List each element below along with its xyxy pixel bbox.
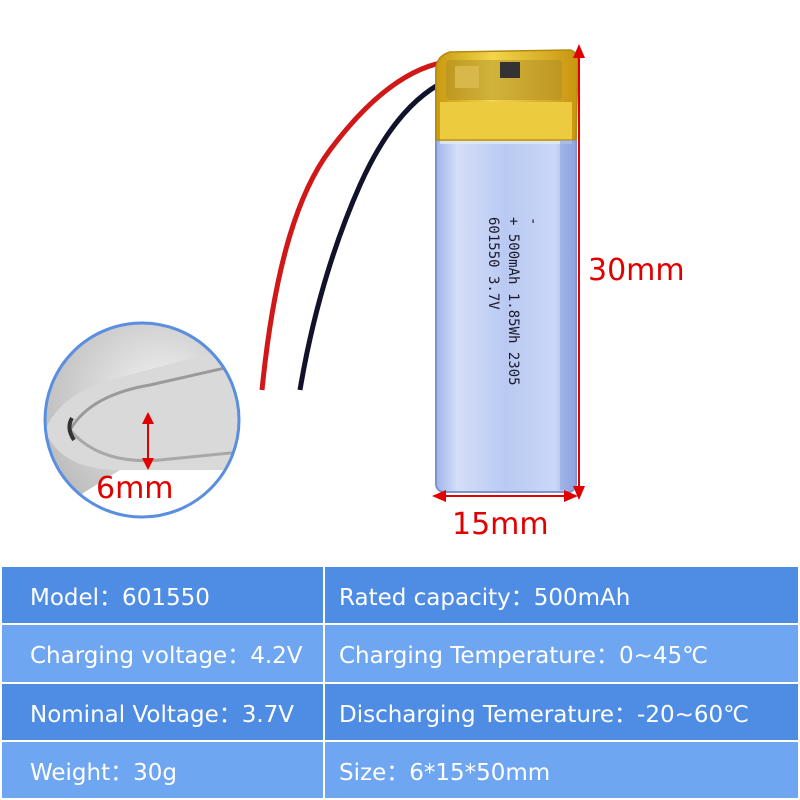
spec-discharging-temperature: Discharging Temerature：-20~60℃ bbox=[323, 681, 800, 742]
spec-weight: Weight：30g bbox=[0, 739, 325, 800]
battery-cell bbox=[435, 49, 579, 493]
black-wire bbox=[297, 75, 453, 391]
spec-row: Model：601550 Rated capacity：500mAh bbox=[0, 564, 800, 626]
width-dimension-label: 15mm bbox=[452, 507, 549, 542]
spec-model: Model：601550 bbox=[0, 564, 325, 626]
battery-drawing bbox=[43, 44, 585, 519]
spec-size: Size：6*15*50mm bbox=[323, 739, 800, 800]
spec-charging-temperature: Charging Temperature：0~45℃ bbox=[323, 623, 800, 684]
thickness-dimension-label: 6mm bbox=[96, 471, 174, 506]
spec-charging-voltage: Charging voltage：4.2V bbox=[0, 623, 325, 684]
spec-rated-capacity: Rated capacity：500mAh bbox=[323, 564, 800, 626]
specification-table: Model：601550 Rated capacity：500mAh Charg… bbox=[0, 564, 800, 800]
product-illustration: - + 500mAh 1.85Wh 2305 601550 3.7V 30mm … bbox=[43, 44, 685, 542]
height-dimension-label: 30mm bbox=[588, 253, 685, 288]
red-wire bbox=[259, 59, 446, 391]
battery-label-line-2: + 500mAh 1.85Wh 2305 bbox=[505, 217, 521, 386]
height-arrow bbox=[573, 44, 585, 500]
thickness-zoom-circle bbox=[43, 321, 241, 519]
battery-label-text: - + 500mAh 1.85Wh 2305 601550 3.7V bbox=[473, 217, 543, 433]
spec-row: Weight：30g Size：6*15*50mm bbox=[0, 739, 800, 800]
battery-label-model: 601550 3.7V bbox=[485, 217, 501, 310]
spec-row: Charging voltage：4.2V Charging Temperatu… bbox=[0, 623, 800, 684]
width-arrow bbox=[432, 490, 578, 502]
battery-label-line-1: - bbox=[525, 217, 541, 226]
spec-row: Nominal Voltage：3.7V Discharging Temerat… bbox=[0, 681, 800, 742]
spec-nominal-voltage: Nominal Voltage：3.7V bbox=[0, 681, 325, 742]
